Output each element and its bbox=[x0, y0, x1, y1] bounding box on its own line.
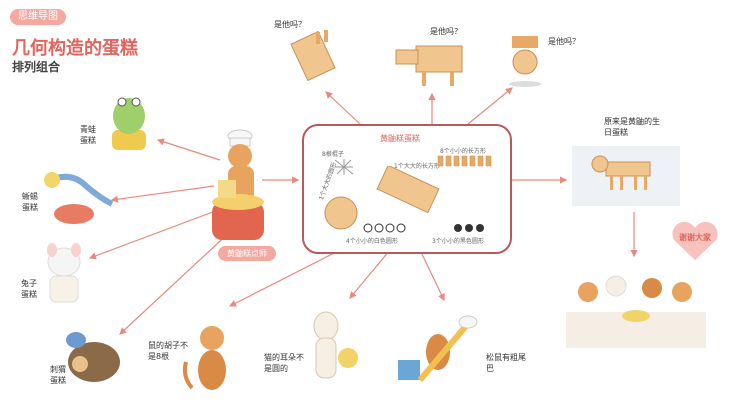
party-illustration bbox=[566, 275, 706, 348]
label-white-circles: 4个小小的白色圆形 bbox=[346, 238, 398, 245]
big-rect bbox=[376, 166, 440, 214]
thanks-heart: 谢谢大家 bbox=[668, 220, 722, 262]
arrow-box-to-squirrel bbox=[419, 249, 445, 302]
sticks-icon bbox=[334, 159, 354, 175]
label-whiskers: 鼠的胡子不是8根 bbox=[148, 341, 188, 361]
label-q3: 是他吗？ bbox=[548, 37, 580, 46]
label-black-circles: 3个小小的黑色圆形 bbox=[432, 238, 484, 245]
label-q1: 是他吗？ bbox=[274, 20, 306, 29]
black-circles bbox=[454, 224, 484, 232]
mindmap-tag: 思维导图 bbox=[10, 9, 66, 25]
thanks-label: 谢谢大家 bbox=[679, 233, 711, 242]
label-frog-cake: 青蛙蛋糕 bbox=[80, 125, 96, 145]
sketch-q1 bbox=[290, 30, 336, 82]
arrow-box-to-q1 bbox=[325, 91, 361, 125]
label-sticks: 8根棍子 bbox=[322, 151, 344, 158]
page-subtitle: 排列组合 bbox=[12, 60, 61, 74]
box-title: 黄鼬糕蛋糕 bbox=[380, 134, 420, 143]
squirrel-illustration bbox=[398, 315, 478, 382]
center-character-label: 黄鼬糕点师 bbox=[218, 246, 276, 261]
label-small-rects: 8个小小的长方形 bbox=[440, 148, 486, 155]
label-hedgehog-cake: 刺猬蛋糕 bbox=[50, 365, 66, 385]
white-circles bbox=[363, 223, 406, 233]
arrow-box-to-whiskers bbox=[228, 249, 341, 307]
arrow-cat-to-lizard bbox=[110, 185, 215, 203]
arrow-cat-to-frog bbox=[156, 138, 221, 161]
rabbit-cake-illustration bbox=[47, 243, 81, 303]
big-circle bbox=[324, 196, 358, 230]
mouse-illustration bbox=[182, 326, 226, 390]
lizard-cake-illustration bbox=[44, 172, 114, 224]
arrow-box-to-ears bbox=[349, 249, 391, 299]
arrow-box-to-q3 bbox=[467, 87, 513, 125]
small-rects bbox=[437, 155, 492, 167]
label-ears: 猫的耳朵不是圆的 bbox=[264, 353, 304, 373]
sketch-q3 bbox=[509, 36, 541, 87]
label-squirrel: 松鼠有粗尾巴 bbox=[486, 353, 526, 373]
sketch-q2 bbox=[395, 45, 463, 86]
label-rabbit-cake: 兔子蛋糕 bbox=[21, 279, 37, 299]
arrow-cat-to-rabbit bbox=[88, 209, 219, 260]
label-big-rect: 1个大大的长方形 bbox=[394, 163, 440, 170]
cat-baker-illustration bbox=[212, 129, 264, 240]
label-reveal: 原来是黄鼬的生日蛋糕 bbox=[604, 117, 660, 137]
page-title: 几何构造的蛋糕 bbox=[12, 38, 138, 59]
cat-ears-illustration bbox=[313, 311, 358, 379]
arrow-cat-to-hedgehog bbox=[119, 229, 233, 335]
weasel-shapes-illustration bbox=[572, 146, 680, 206]
frog-cake-illustration bbox=[112, 97, 146, 150]
label-lizard-cake: 蜥蜴蛋糕 bbox=[22, 192, 38, 212]
hedgehog-cake-illustration bbox=[66, 332, 120, 382]
label-q2: 是他吗？ bbox=[430, 27, 462, 36]
